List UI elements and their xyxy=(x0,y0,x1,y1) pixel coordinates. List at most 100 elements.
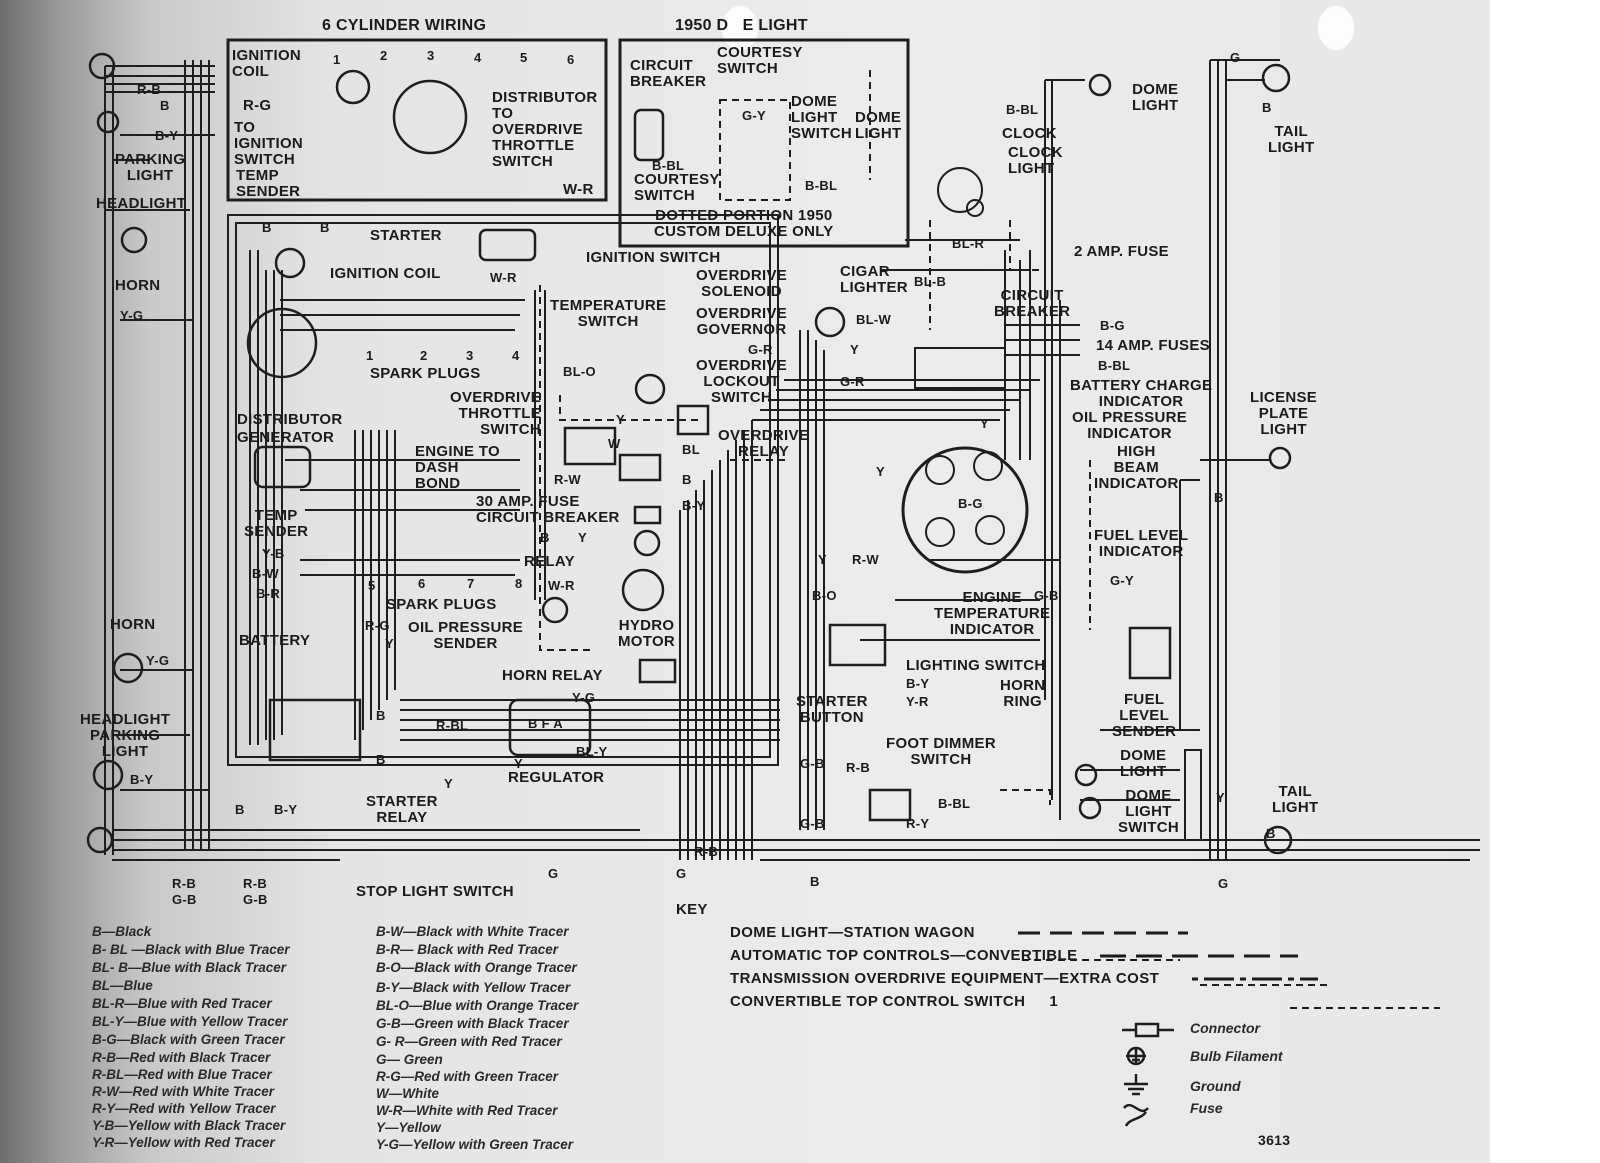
spark-plugs-bottom-label: SPARK PLUGS xyxy=(386,596,497,613)
cigar-lighter-label: CIGAR LIGHTER xyxy=(840,263,908,296)
key-item: BL—Blue xyxy=(92,978,153,993)
plug-4: 4 xyxy=(512,348,520,363)
inset-plug-3: 3 xyxy=(427,48,435,63)
starter-label: STARTER xyxy=(370,227,442,244)
right-dome-light-label: DOME LIGHT xyxy=(1120,747,1167,780)
punch-hole xyxy=(722,6,758,50)
key-item: W—White xyxy=(376,1086,439,1101)
left-r-b-3-label: R-B xyxy=(243,876,268,891)
engine-r-g-label: R-G xyxy=(365,618,390,633)
right-g-label: G xyxy=(1230,50,1241,65)
ignition-switch-label: IGNITION SWITCH xyxy=(586,249,721,266)
parking-light-label: PARKING LIGHT xyxy=(115,151,186,184)
plug-7: 7 xyxy=(467,576,475,591)
inset-plug-6: 6 xyxy=(567,52,575,67)
legend-auto-top: AUTOMATIC TOP CONTROLS—CONVERTIBLE xyxy=(730,947,1078,964)
key-item: BL- B—Blue with Black Tracer xyxy=(92,960,287,975)
dome-light-inset-box xyxy=(618,38,910,248)
hydro-motor-label: HYDRO MOTOR xyxy=(618,617,676,650)
key-item: B- BL —Black with Blue Tracer xyxy=(92,942,290,957)
legend-overdrive: TRANSMISSION OVERDRIVE EQUIPMENT—EXTRA C… xyxy=(730,970,1159,987)
legend-conv-switch-text: CONVERTIBLE TOP CONTROL SWITCH xyxy=(730,993,1026,1010)
six-cylinder-heading: 6 CYLINDER WIRING xyxy=(322,17,487,34)
key-item: B-G—Black with Green Tracer xyxy=(92,1032,285,1047)
center-bl-label: BL xyxy=(682,442,700,457)
inset-to-ignition-switch-label: TO IGNITION SWITCH xyxy=(234,119,304,168)
horn-ring-label: HORN RING xyxy=(1000,677,1046,710)
left-g-b-2-label: G-B xyxy=(243,892,268,907)
regulator-bfa-label: B F A xyxy=(528,716,563,731)
key-item: R-G—Red with Green Tracer xyxy=(376,1069,559,1084)
fuse-2-label: 2 AMP. FUSE xyxy=(1074,243,1169,260)
center-bus xyxy=(600,330,1480,861)
inset-b-bl-2-label: B-BL xyxy=(805,178,838,193)
right-harness xyxy=(1080,59,1280,861)
dash-r-y-label: R-Y xyxy=(906,816,930,831)
lighting-switch-label: LIGHTING SWITCH xyxy=(906,657,1046,674)
wiring-diagram xyxy=(86,38,1480,1009)
center-g-2-label: G xyxy=(676,866,687,881)
inset-ignition-coil-label: IGNITION COIL xyxy=(232,47,302,80)
engine-y-b-label: Y-B xyxy=(262,546,285,561)
right-y-label: Y xyxy=(1216,790,1225,805)
inset-plug-4: 4 xyxy=(474,50,482,65)
optional-wiring xyxy=(539,70,1440,1009)
dome-light-heading: 1950 D E LIGHT xyxy=(675,17,808,34)
left-r-b-label: R-B xyxy=(137,82,162,97)
dash-b-bl-2-label: B-BL xyxy=(1098,358,1131,373)
legend-dome-wagon: DOME LIGHT—STATION WAGON xyxy=(730,924,975,941)
overdrive-solenoid-label: OVERDRIVE SOLENOID xyxy=(696,267,788,300)
key-item: R-B—Red with Black Tracer xyxy=(92,1050,271,1065)
tail-light-2-label: TAIL LIGHT xyxy=(1272,783,1319,816)
dash-b-g-2-label: B-G xyxy=(958,496,983,511)
key-item: Y-G—Yellow with Green Tracer xyxy=(376,1137,574,1152)
six-cylinder-inset-box xyxy=(226,38,608,202)
engine-b-r-label: B-R xyxy=(256,586,281,601)
plug-2: 2 xyxy=(420,348,428,363)
engine-temp-label: ENGINE TEMPERATURE INDICATOR xyxy=(934,589,1051,638)
bulb-filament-label: Bulb Filament xyxy=(1190,1048,1283,1064)
left-harness xyxy=(104,60,640,861)
dash-r-w-label: R-W xyxy=(852,552,879,567)
battery-label: BATTERY xyxy=(239,632,311,649)
connector-icon xyxy=(1122,1022,1174,1038)
diagram-sheet: 6 CYLINDER WIRING 1950 D E LIGHT IGNITIO… xyxy=(0,0,1490,1163)
dash-b-bl-label: B-BL xyxy=(1006,102,1039,117)
key-item: G— Green xyxy=(376,1052,443,1067)
center-b-3-label: B xyxy=(810,874,820,889)
center-g-label: G xyxy=(548,866,559,881)
engine-b-3-label: B xyxy=(376,708,386,723)
engine-y-label: Y xyxy=(385,636,394,651)
legend-auto-top-text: AUTOMATIC TOP CONTROLS—CONVERTIBLE xyxy=(730,947,1078,964)
inset-courtesy-switch-top-label: COURTESY SWITCH xyxy=(717,44,803,77)
key-item: Y-B—Yellow with Black Tracer xyxy=(92,1118,286,1133)
plug-8: 8 xyxy=(515,576,523,591)
left-b-y-2-label: B-Y xyxy=(130,772,154,787)
dash-r-b-label: R-B xyxy=(846,760,871,775)
fuse-label: Fuse xyxy=(1190,1100,1223,1116)
battery-charge-label: BATTERY CHARGE INDICATOR xyxy=(1070,377,1213,410)
headlight-label: HEADLIGHT xyxy=(96,195,187,212)
right-b-label: B xyxy=(1262,100,1272,115)
overdrive-lockout-label: OVERDRIVE LOCKOUT SWITCH xyxy=(696,357,788,406)
dash-bl-b-label: BL-B xyxy=(914,274,947,289)
dash-g-b-3-label: G-B xyxy=(800,816,825,831)
circuit-breaker-label: CIRCUIT BREAKER xyxy=(994,287,1071,320)
inset-distributor-label: DISTRIBUTOR TO OVERDRIVE THROTTLE SWITCH xyxy=(492,89,598,170)
engine-y-3-label: Y xyxy=(514,756,523,771)
key-item: W-R—White with Red Tracer xyxy=(376,1103,558,1118)
temperature-switch-label: TEMPERATURE SWITCH xyxy=(550,297,667,330)
right-b-2-label: B xyxy=(1214,490,1224,505)
starter-button-label: STARTER BUTTON xyxy=(796,693,868,726)
inset-courtesy-switch-bottom-label: COURTESY SWITCH xyxy=(634,171,720,204)
horn-relay-label: HORN RELAY xyxy=(502,667,603,684)
right-g-2-label: G xyxy=(1218,876,1229,891)
inset-dotted-note: DOTTED PORTION 1950 CUSTOM DELUXE ONLY xyxy=(654,207,834,240)
engine-r-bl-label: R-BL xyxy=(436,718,469,733)
dash-g-b-2-label: G-B xyxy=(800,756,825,771)
engine-y-g-label: Y-G xyxy=(572,690,596,705)
legend-dome-wagon-text: DOME LIGHT—STATION WAGON xyxy=(730,924,975,941)
plug-5: 5 xyxy=(368,578,376,593)
components xyxy=(86,52,1293,855)
